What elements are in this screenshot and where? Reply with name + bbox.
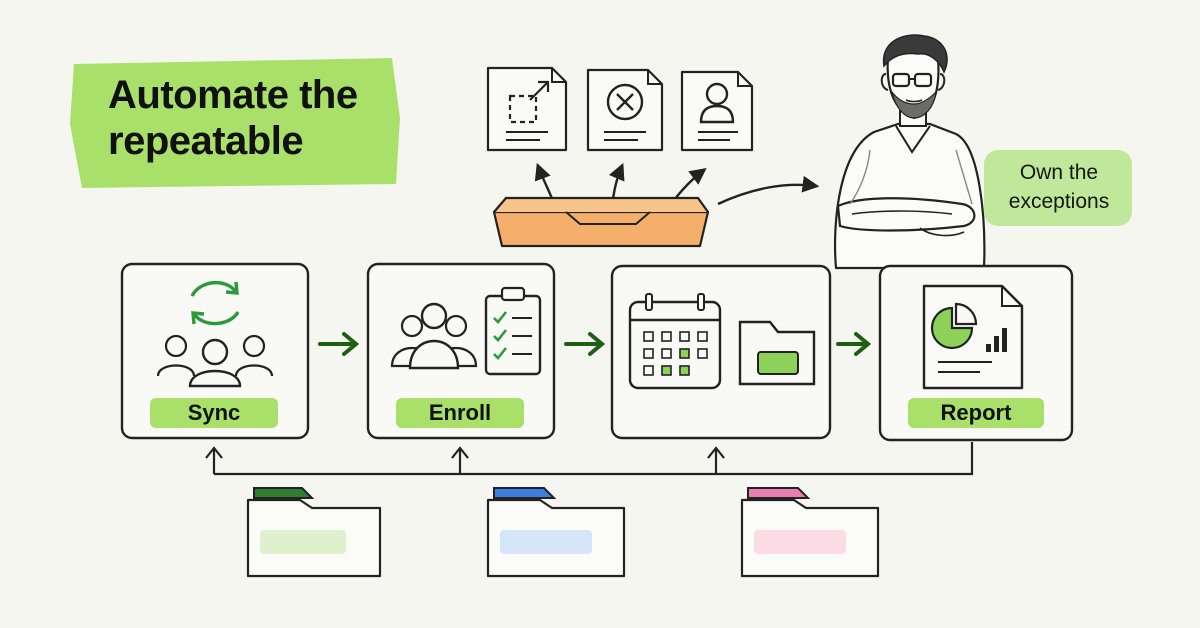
callout-line-1: Own the (1019, 161, 1099, 184)
person-icon (699, 82, 735, 124)
report-chart-icon (922, 284, 1024, 390)
x-circle-icon (606, 83, 644, 121)
people-checklist-icon (390, 286, 542, 376)
callout: Own the exceptions (990, 158, 1128, 216)
feedback-connectors (205, 442, 974, 476)
inbox-tray (492, 196, 710, 248)
headline-line-2: repeatable (108, 119, 304, 163)
step-label-report: Report (940, 400, 1012, 425)
step-card-enroll (366, 262, 556, 440)
callout-line-2: exceptions (1008, 190, 1110, 213)
document-card-reject (586, 68, 664, 152)
person-illustration (833, 34, 986, 270)
step-card-report (878, 264, 1074, 442)
step-label-enroll: Enroll (428, 400, 492, 425)
enroll-label-highlight (396, 398, 524, 428)
step-card-sync (120, 262, 310, 440)
source-folder-blue (486, 487, 626, 578)
sync-label-highlight (150, 398, 278, 428)
source-folder-green (246, 487, 382, 578)
headline-highlight (70, 58, 400, 188)
tray-to-person-arrow (717, 175, 820, 206)
step-card-schedule (610, 264, 832, 440)
people-sync-icon (156, 281, 274, 388)
expand-frame-icon (508, 80, 550, 124)
document-card-person (680, 70, 754, 152)
step-label-sync: Sync (187, 400, 241, 425)
source-folder-pink (740, 487, 880, 578)
headline: Automate the repeatable (108, 72, 408, 164)
document-card-expand (486, 66, 568, 152)
headline-line-1: Automate the (108, 73, 358, 117)
callout-highlight (984, 150, 1132, 226)
calendar-folder-icon (628, 293, 816, 390)
step-arrows (318, 332, 872, 356)
report-label-highlight (908, 398, 1044, 428)
